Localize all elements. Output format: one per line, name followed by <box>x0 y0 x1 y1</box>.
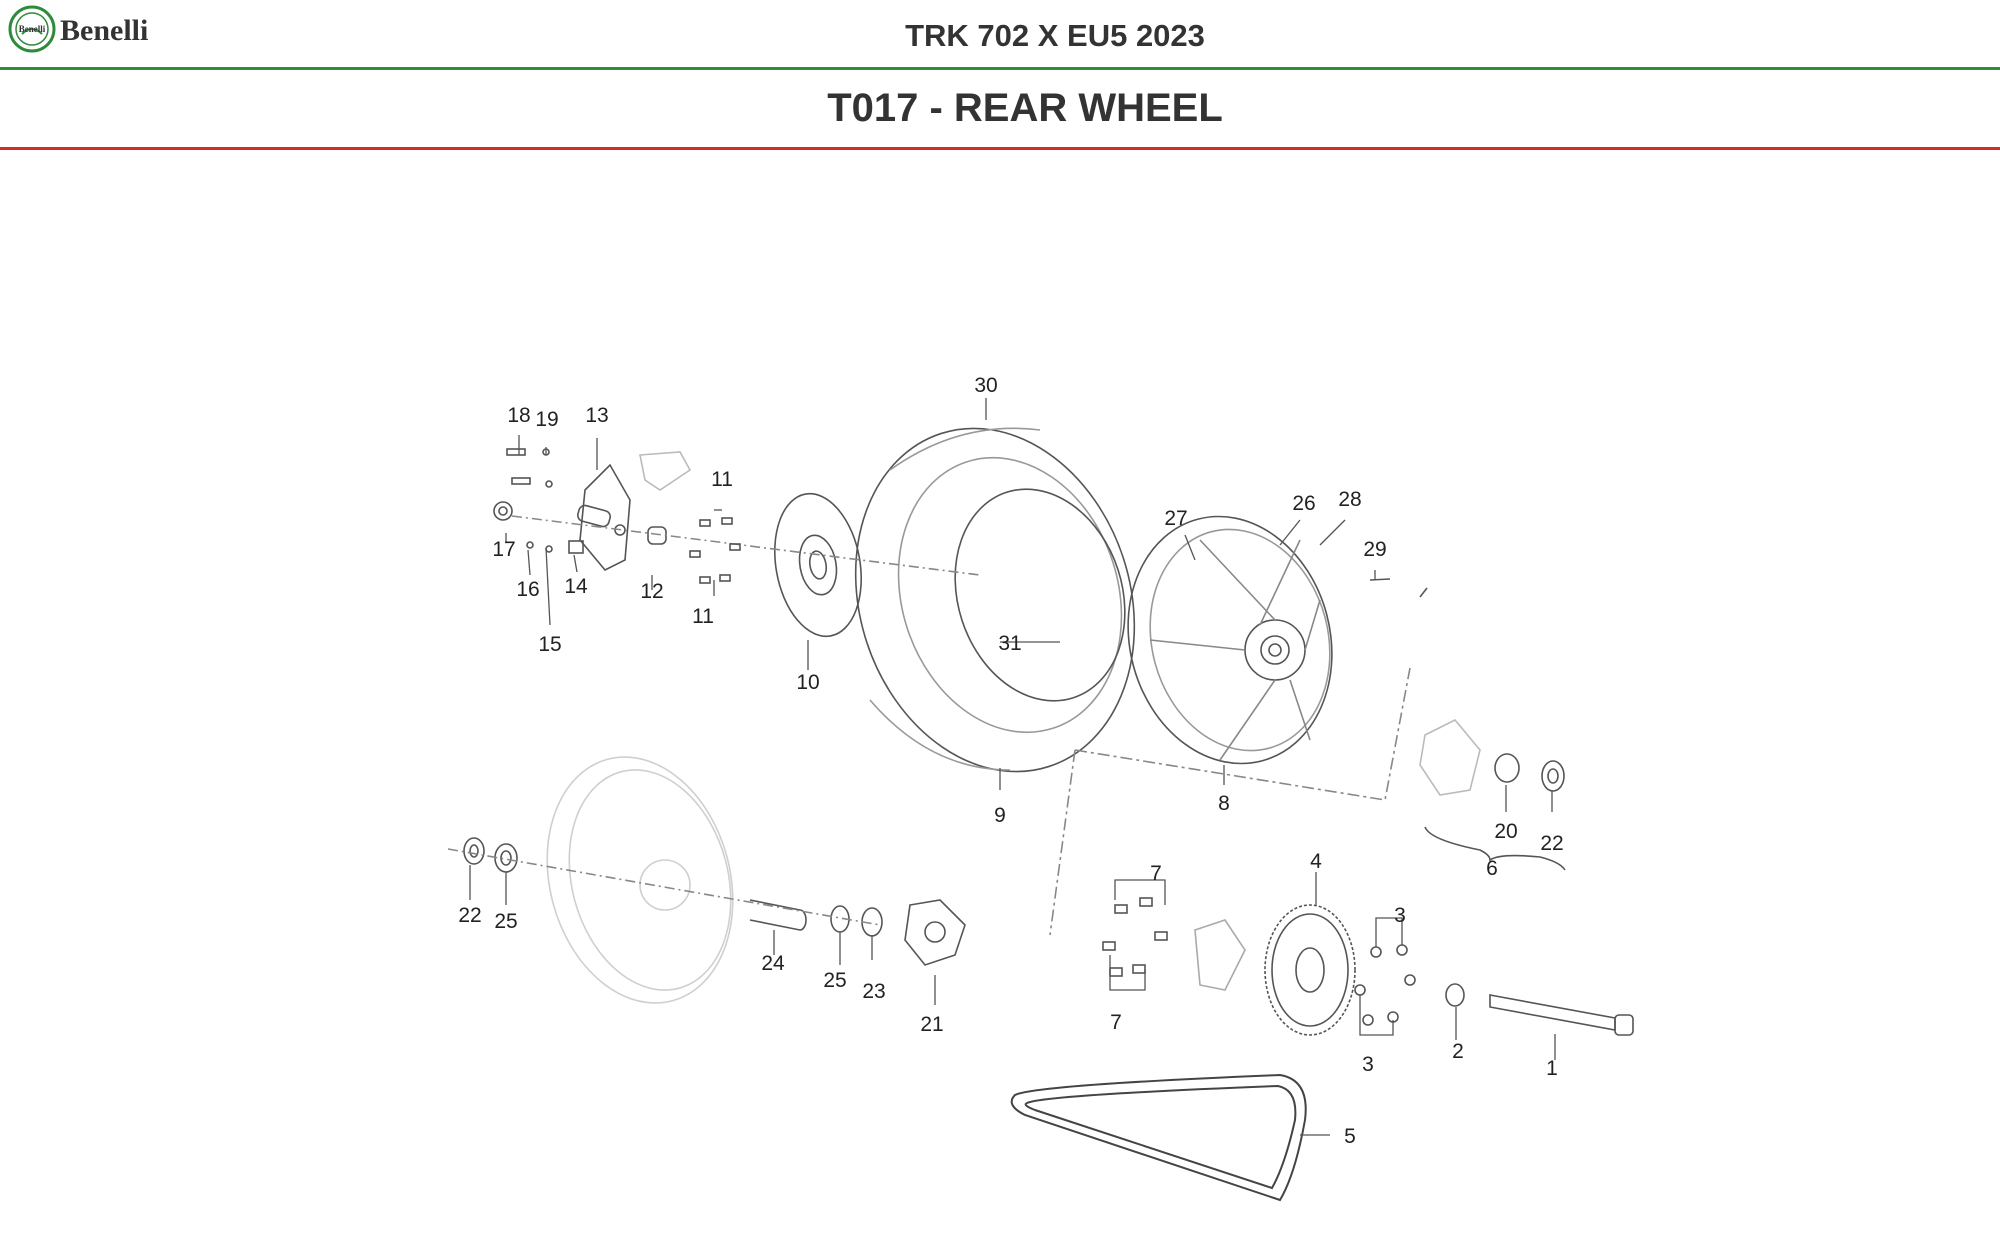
callout-9: 9 <box>994 804 1006 827</box>
callout-30: 30 <box>974 374 997 397</box>
callout-27: 27 <box>1164 507 1187 530</box>
callout-29: 29 <box>1363 538 1386 561</box>
callout-17: 17 <box>492 538 515 561</box>
header-divider-green <box>0 67 2000 70</box>
rim-drawing <box>1127 515 1333 765</box>
sprocket-drawing <box>1194 904 1356 1036</box>
callout-24: 24 <box>761 952 785 975</box>
model-title: TRK 702 X EU5 2023 <box>905 18 1205 53</box>
ghost-wheel-drawing <box>546 756 734 1004</box>
callout-11-bottom: 11 <box>692 605 714 628</box>
callout-6: 6 <box>1486 857 1498 880</box>
section-title: T017 - REAR WHEEL <box>827 86 1223 130</box>
callout-15: 15 <box>538 633 561 656</box>
benelli-logo: Benelli Benelli <box>8 5 148 53</box>
callout-21: 21 <box>920 1013 943 1036</box>
header-divider-red <box>0 147 2000 150</box>
callout-25-left: 25 <box>494 910 517 933</box>
callout-28: 28 <box>1338 488 1361 511</box>
callout-20: 20 <box>1494 820 1517 843</box>
sprocket-fasteners-drawing <box>1102 897 1416 1026</box>
callout-22-right: 22 <box>1540 832 1563 855</box>
hub-bearings-drawing <box>1369 578 1566 871</box>
callout-16: 16 <box>516 578 539 601</box>
disc-bolts-drawing <box>689 517 741 584</box>
callout-12: 12 <box>640 580 663 603</box>
callout-11-top: 11 <box>711 468 733 491</box>
callout-14: 14 <box>564 575 588 598</box>
axle-drawing <box>1445 983 1634 1036</box>
callout-22-left: 22 <box>458 904 481 927</box>
tire-drawing <box>854 427 1136 773</box>
callout-1: 1 <box>1546 1057 1558 1080</box>
callout-7-bottom: 7 <box>1110 1011 1122 1034</box>
callout-31: 31 <box>998 632 1021 655</box>
drive-belt-drawing <box>1010 1073 1307 1202</box>
callout-18: 18 <box>507 404 530 427</box>
callout-3-bottom: 3 <box>1362 1053 1374 1076</box>
callout-3-top: 3 <box>1394 904 1406 927</box>
callout-2: 2 <box>1452 1040 1464 1063</box>
callout-26: 26 <box>1292 492 1315 515</box>
callout-10: 10 <box>796 671 819 694</box>
callout-5: 5 <box>1344 1125 1356 1148</box>
brand-wordmark: Benelli <box>60 14 148 47</box>
callout-25-center: 25 <box>823 969 846 992</box>
leader-lines <box>469 398 1556 1136</box>
cush-drive-drawing <box>904 899 966 966</box>
page-header: Benelli Benelli TRK 702 X EU5 2023 <box>0 0 2000 70</box>
callout-4: 4 <box>1310 850 1322 873</box>
svg-text:Benelli: Benelli <box>19 24 46 34</box>
callout-19: 19 <box>535 408 558 431</box>
assembly-outline <box>1049 667 1411 936</box>
caliper-bracket-drawing <box>577 451 692 571</box>
callout-7-top: 7 <box>1150 862 1162 885</box>
callout-8: 8 <box>1218 792 1230 815</box>
callout-13: 13 <box>585 404 608 427</box>
caliper-hardware-drawing <box>493 448 981 576</box>
callout-23: 23 <box>862 980 885 1003</box>
brake-disc-drawing <box>773 492 863 638</box>
